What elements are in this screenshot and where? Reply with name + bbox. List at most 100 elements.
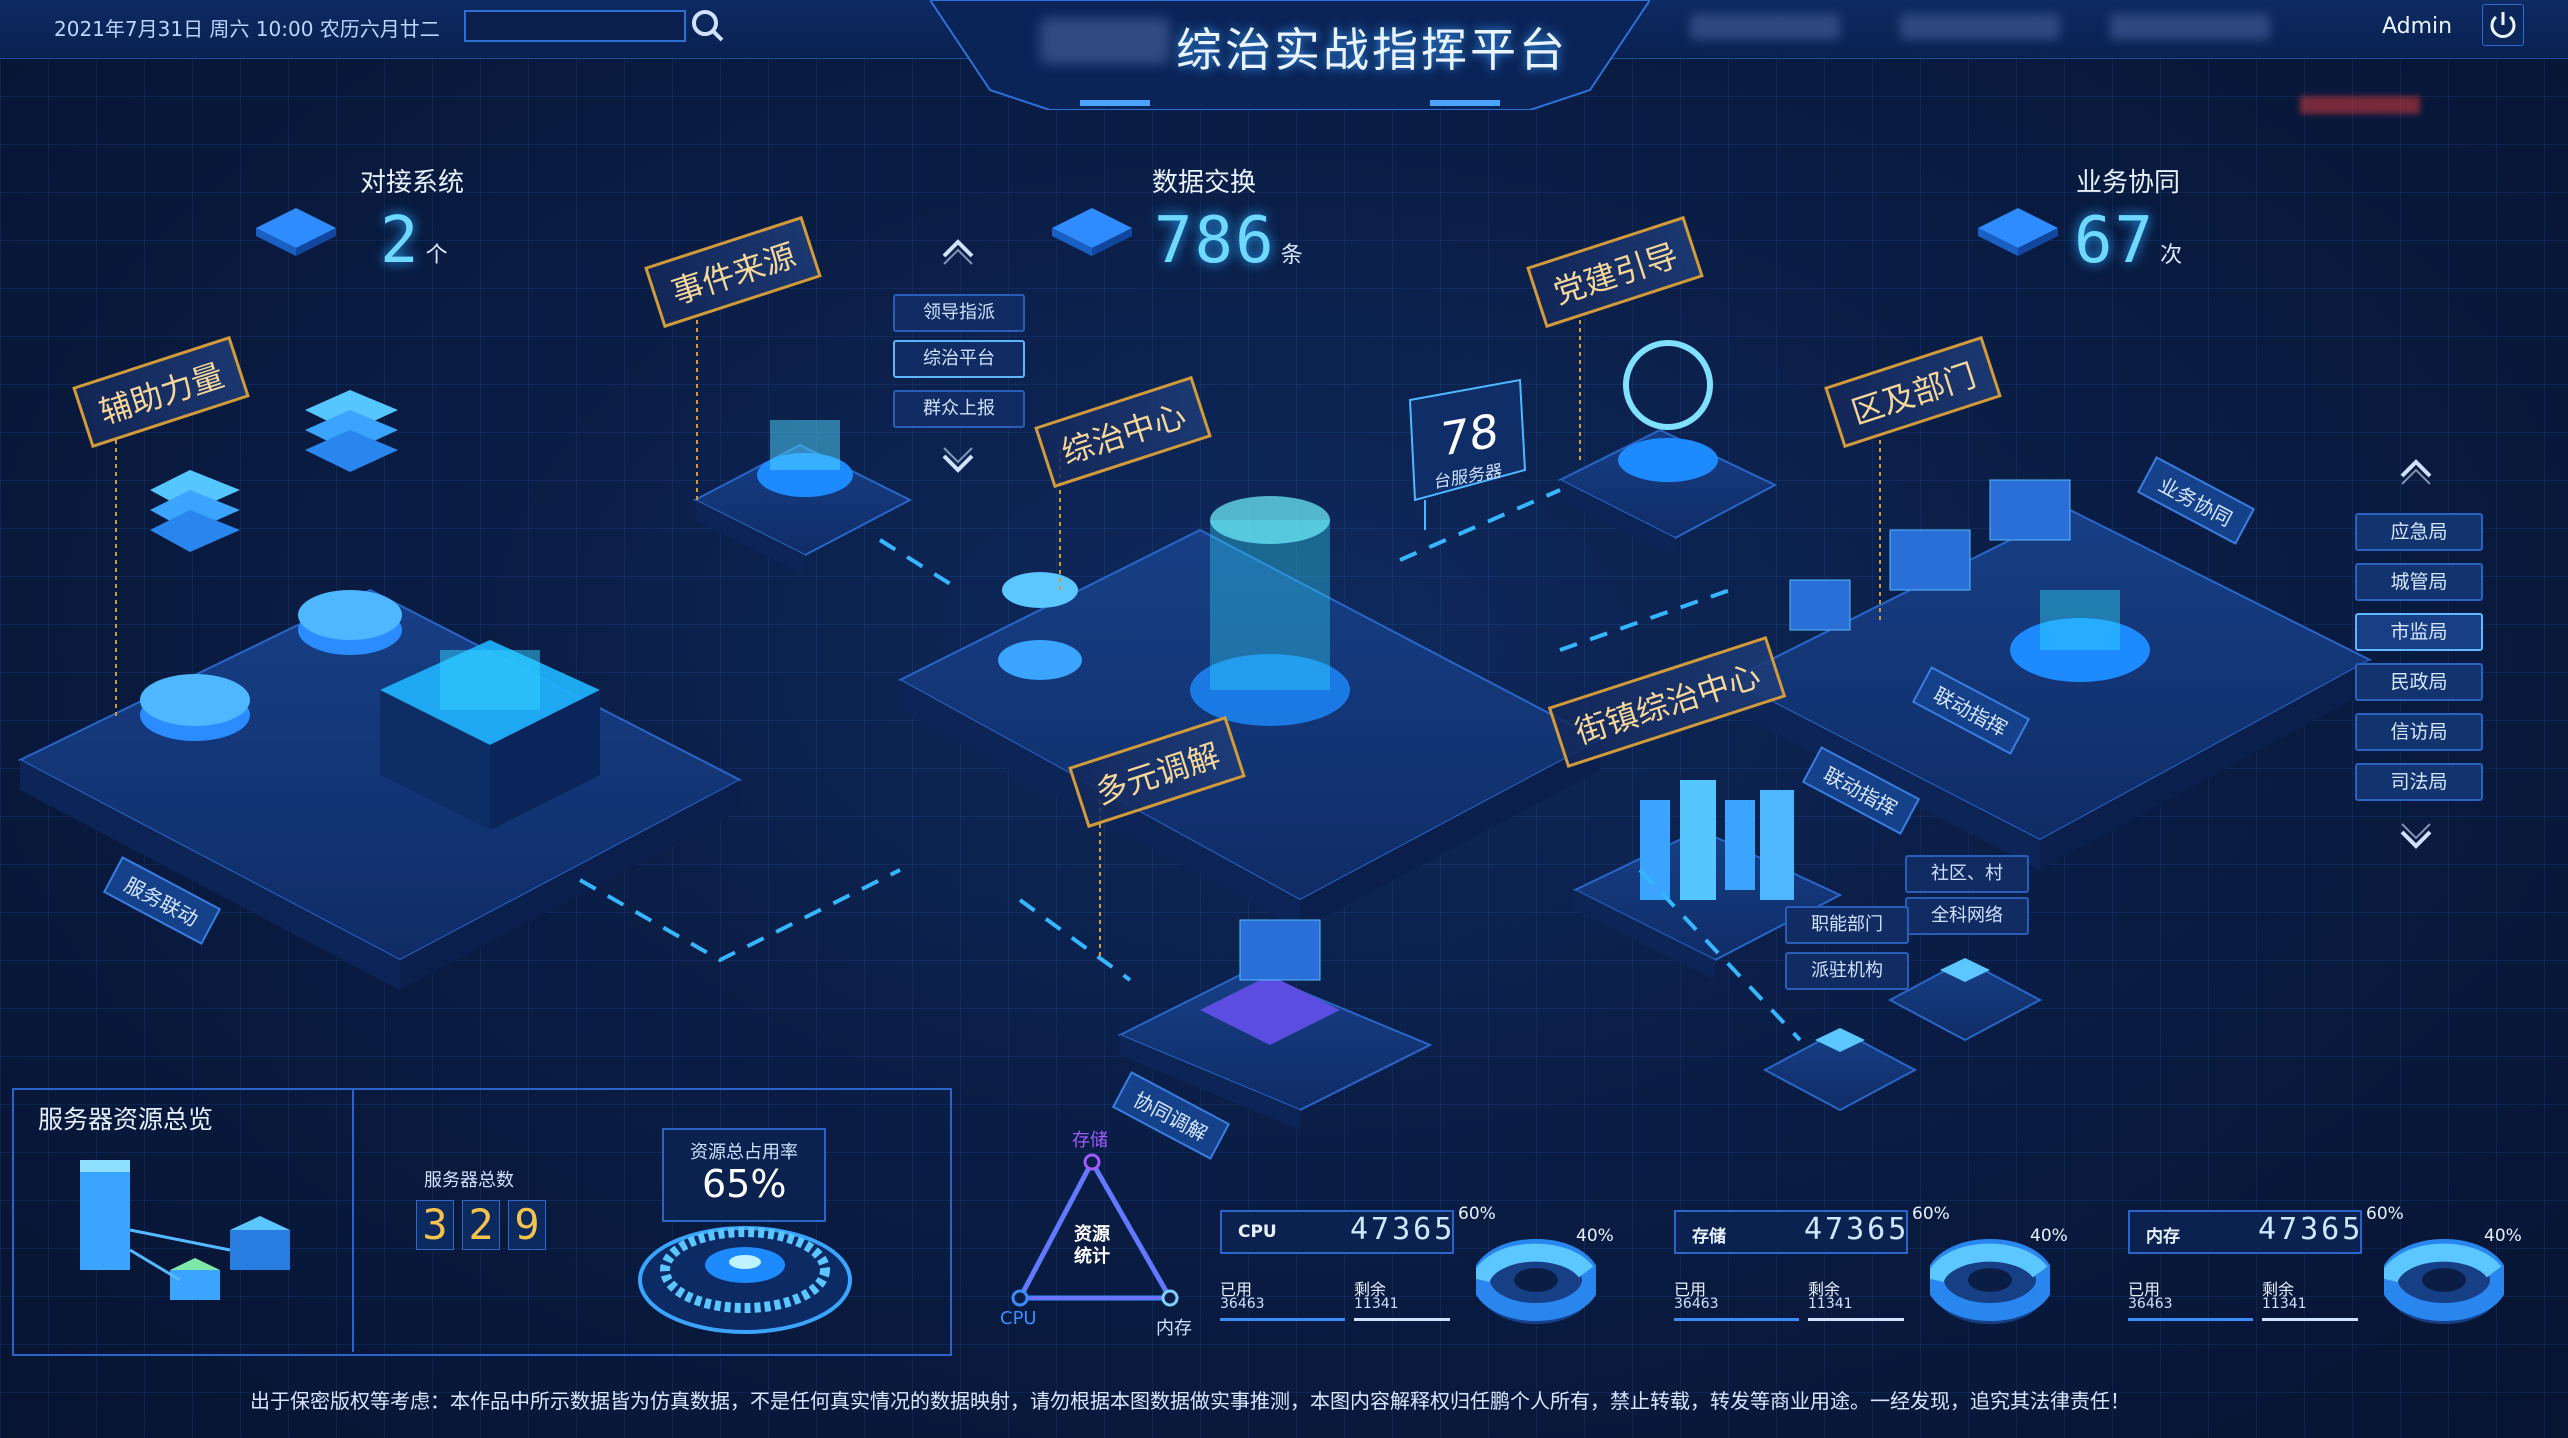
diamond-icon — [1052, 208, 1132, 256]
stat-exchange: 786 条 — [1154, 204, 1303, 278]
triangle-label-memory: 内存 — [1156, 1318, 1192, 1339]
resource-cpu: CPU 47365 已用 36463 剩余 11341 — [1220, 1200, 1454, 1322]
pct-left: 40% — [2484, 1226, 2522, 1246]
platform-district — [1727, 479, 2373, 870]
pct-used: 60% — [1458, 1204, 1496, 1224]
resource-storage: 存储 47365 已用 36463 剩余 11341 — [1674, 1200, 1908, 1322]
flow-connectors — [579, 488, 1802, 1042]
donut-cpu — [1476, 1239, 1596, 1324]
watermark-blurred — [2300, 96, 2420, 114]
diamond-icon — [1978, 208, 2058, 256]
left-value: 11341 — [2262, 1296, 2307, 1312]
value-frame — [1674, 1210, 1908, 1254]
digit: 2 — [462, 1200, 500, 1250]
label-leaders — [115, 320, 1881, 960]
pct-left: 40% — [2030, 1226, 2068, 1246]
dept-item-active[interactable]: 市监局 — [2355, 613, 2483, 651]
page-title: 综治实战指挥平台 — [1176, 23, 1568, 77]
left-value: 11341 — [1808, 1296, 1853, 1312]
chevron-down-icon[interactable] — [938, 446, 978, 480]
usage-box — [662, 1128, 826, 1222]
title-prefix-blurred — [1040, 18, 1170, 64]
left-bar — [2262, 1318, 2358, 1321]
server-cube — [380, 640, 600, 830]
nav-item-blurred-1[interactable] — [1690, 14, 1840, 40]
pct-used: 60% — [1912, 1204, 1950, 1224]
used-value: 36463 — [1220, 1296, 1265, 1312]
server-total-label: 服务器总数 — [424, 1170, 514, 1191]
dept-item[interactable]: 司法局 — [2355, 763, 2483, 801]
donut-storage — [1930, 1239, 2050, 1324]
stat-value: 2 — [380, 204, 421, 278]
digit: 3 — [416, 1200, 454, 1250]
digit: 9 — [508, 1200, 546, 1250]
left-label: 剩余 — [1354, 1280, 1387, 1299]
stat-value: 67 — [2074, 204, 2156, 278]
resource-triangle — [1011, 1153, 1179, 1307]
triangle-label-cpu: CPU — [1000, 1308, 1037, 1329]
value-frame — [2128, 1210, 2362, 1254]
search-icon[interactable] — [688, 6, 728, 46]
nav-item-blurred-3[interactable] — [2110, 14, 2270, 40]
left-bar — [1354, 1318, 1450, 1321]
community-item[interactable]: 全科网络 — [1905, 897, 2029, 935]
event-source-item-active[interactable]: 综治平台 — [893, 340, 1025, 378]
value-frame — [1220, 1210, 1454, 1254]
layer-stack-icons — [140, 390, 402, 741]
dept-item[interactable]: 民政局 — [2355, 663, 2483, 701]
used-label: 已用 — [1674, 1280, 1707, 1299]
dept-type-item[interactable]: 派驻机构 — [1785, 952, 1909, 990]
server-count-pin — [1408, 378, 1527, 530]
resource-stats-label: 资源统计 — [1074, 1224, 1110, 1267]
power-icon[interactable] — [2482, 4, 2524, 46]
used-label: 已用 — [1220, 1280, 1253, 1299]
usage-label: 资源总占用率 — [690, 1142, 798, 1163]
used-bar — [1220, 1318, 1345, 1321]
used-bar — [1674, 1318, 1799, 1321]
used-bar — [2128, 1318, 2253, 1321]
event-source-item[interactable]: 群众上报 — [893, 390, 1025, 428]
server-panel-title: 服务器资源总览 — [38, 1105, 214, 1134]
platform-party — [1557, 340, 1778, 558]
small-platforms — [1762, 958, 2043, 1112]
stat-unit: 次 — [2160, 243, 2183, 268]
left-label: 剩余 — [2262, 1280, 2295, 1299]
dept-item[interactable]: 应急局 — [2355, 513, 2483, 551]
dept-type-item[interactable]: 职能部门 — [1785, 906, 1909, 944]
community-item[interactable]: 社区、村 — [1905, 855, 2029, 893]
resource-memory: 内存 47365 已用 36463 剩余 11341 — [2128, 1200, 2362, 1322]
platform-center — [897, 496, 1603, 930]
stat-title-systems: 对接系统 — [360, 168, 465, 198]
resource-name: 内存 — [2146, 1227, 2180, 1247]
event-source-item[interactable]: 领导指派 — [893, 294, 1025, 332]
platform-event — [692, 420, 913, 575]
left-value: 11341 — [1354, 1296, 1399, 1312]
stat-systems: 2 个 — [380, 204, 448, 278]
server-total-digits: 3 2 9 — [416, 1200, 546, 1250]
chevron-up-icon[interactable] — [938, 232, 978, 266]
dept-item[interactable]: 信访局 — [2355, 713, 2483, 751]
footer-disclaimer: 出于保密版权等考虑：本作品中所示数据皆为仿真数据，不是任何真实情况的数据映射，请… — [250, 1389, 2130, 1413]
search-input[interactable] — [464, 10, 686, 42]
used-value: 36463 — [2128, 1296, 2173, 1312]
pct-used: 60% — [2366, 1204, 2404, 1224]
dept-item[interactable]: 城管局 — [2355, 563, 2483, 601]
left-label: 剩余 — [1808, 1280, 1841, 1299]
server-network-icon — [80, 1160, 290, 1300]
platform-mediation — [1117, 919, 1433, 1130]
donut-memory — [2384, 1239, 2504, 1324]
stat-value: 786 — [1154, 204, 1276, 278]
stat-unit: 条 — [1280, 243, 1303, 268]
left-bar — [1808, 1318, 1904, 1321]
chevron-down-icon[interactable] — [2396, 822, 2436, 856]
user-name[interactable]: Admin — [2382, 14, 2453, 39]
date-display: 2021年7月31日 周六 10:00 农历六月廿二 — [54, 17, 440, 41]
used-label: 已用 — [2128, 1280, 2161, 1299]
usage-ring-icon — [638, 1226, 852, 1334]
chevron-up-icon[interactable] — [2396, 452, 2436, 486]
resource-name: 存储 — [1692, 1227, 1726, 1247]
used-value: 36463 — [1674, 1296, 1719, 1312]
nav-item-blurred-2[interactable] — [1900, 14, 2060, 40]
stat-title-collab: 业务协同 — [2076, 168, 2181, 198]
